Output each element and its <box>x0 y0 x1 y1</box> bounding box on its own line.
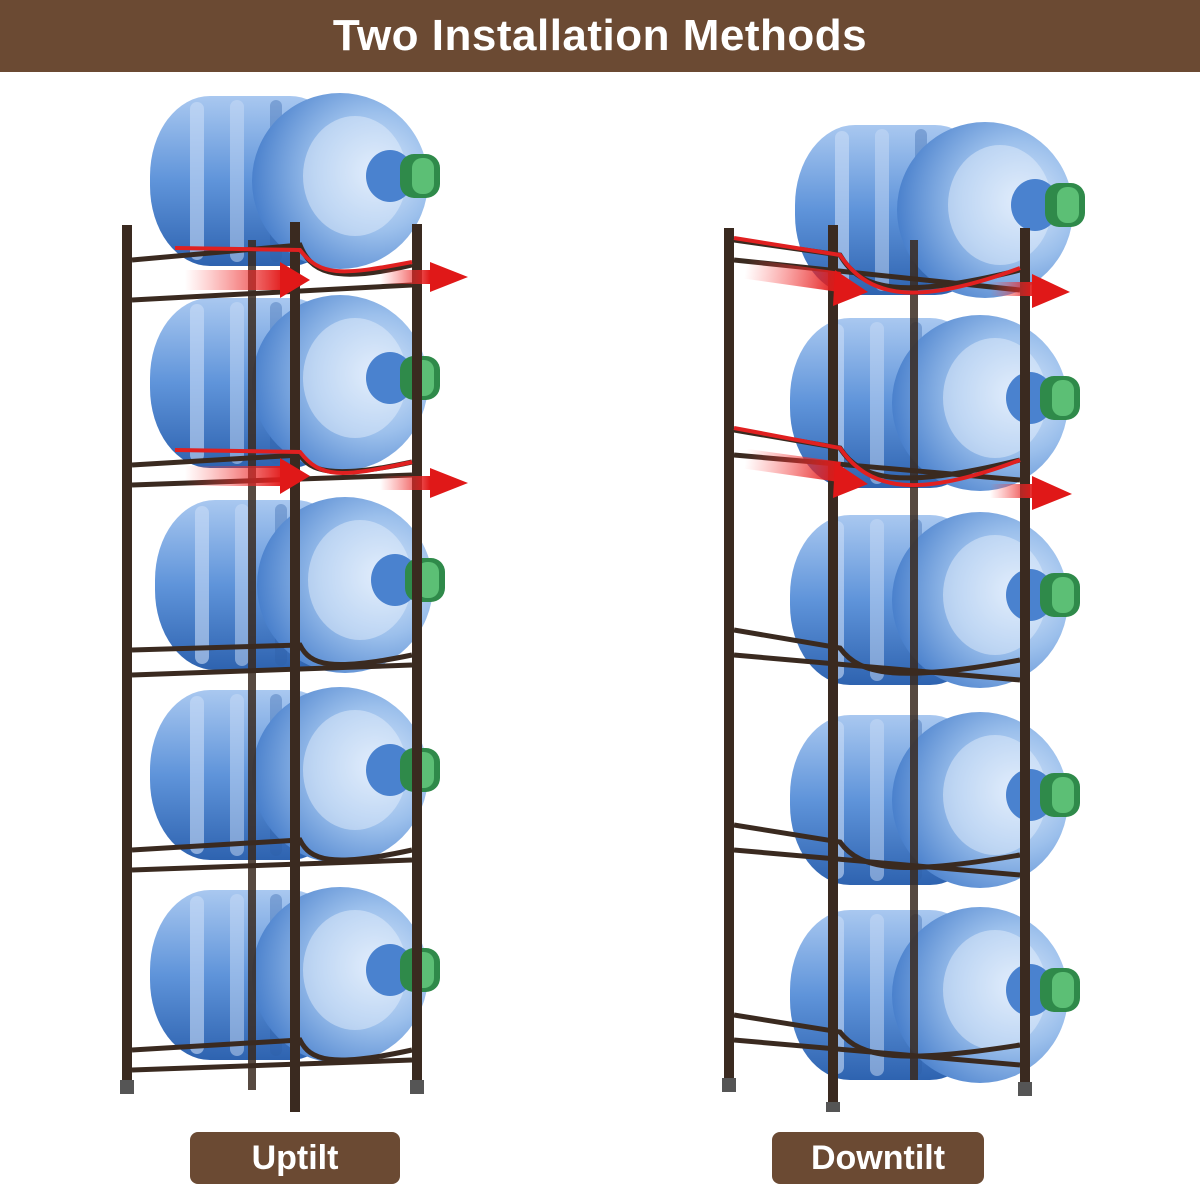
rack-downtilt <box>722 122 1085 1112</box>
page-title: Two Installation Methods <box>332 11 868 60</box>
method-label-uptilt: Uptilt <box>190 1132 400 1184</box>
arrow-uptilt-second <box>174 448 468 498</box>
arrow-downtilt-second <box>733 426 1072 510</box>
arrow-uptilt-top <box>174 246 468 298</box>
arrow-downtilt-top <box>733 236 1070 308</box>
title-banner: Two Installation Methods <box>0 0 1200 72</box>
rack-uptilt <box>120 93 468 1112</box>
product-illustration <box>120 93 1085 1112</box>
method-label-downtilt: Downtilt <box>772 1132 984 1184</box>
method-label-uptilt-text: Uptilt <box>251 1138 339 1177</box>
method-label-downtilt-text: Downtilt <box>810 1138 946 1177</box>
